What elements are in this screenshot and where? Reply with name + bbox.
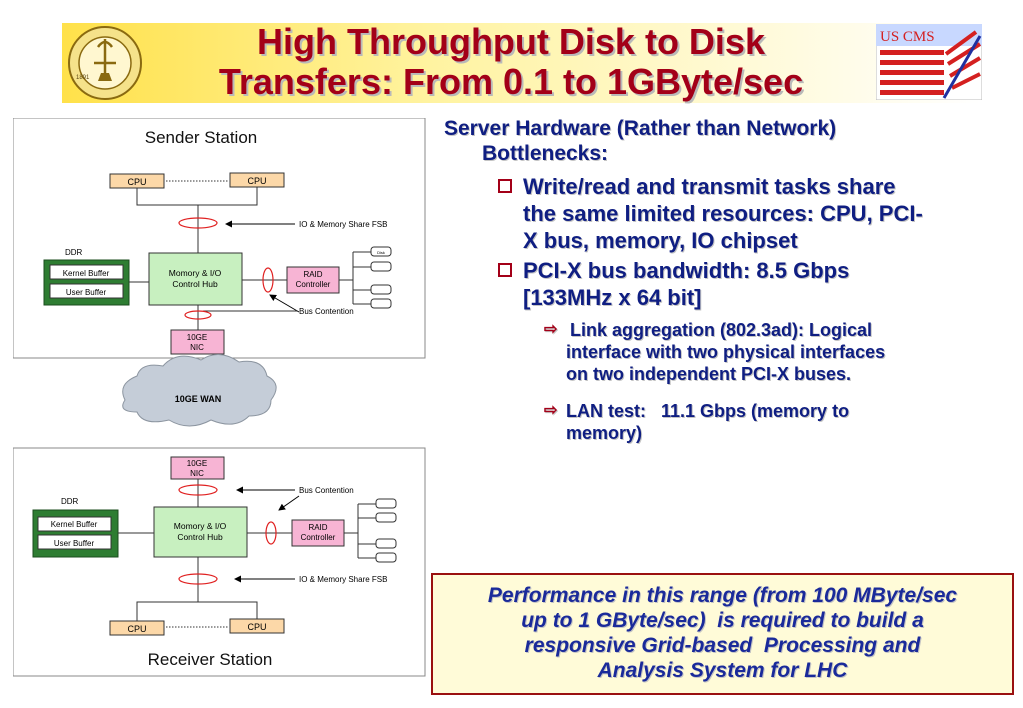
receiver-kernel-buffer	[37, 516, 112, 532]
caltech-seal-icon: 1891	[68, 26, 142, 100]
sender-kernel-buffer-label: Kernel Buffer	[63, 269, 110, 278]
sender-nic-line-2: NIC	[190, 343, 204, 352]
receiver-station: 10GE NIC Bus Contention DDR Kernel Buffe…	[13, 447, 426, 677]
sender-hub-line-1: Momory & I/O	[169, 268, 222, 278]
sender-hub-line-2: Control Hub	[172, 279, 218, 289]
callout-line-1: Performance in this range (from 100 MByt…	[487, 584, 958, 607]
receiver-bus-arrow	[278, 495, 300, 511]
sender-ddr-label: DDR	[65, 248, 83, 257]
performance-callout-box: Performance in this range (from 100 MByt…	[431, 573, 1014, 695]
sender-raid-controller	[286, 266, 340, 294]
callout-line-4: Analysis System for LHC	[597, 659, 848, 682]
receiver-hub-line-1: Momory & I/O	[174, 521, 227, 531]
slide-title: High Throughput Disk to Disk Transfers: …	[150, 22, 872, 102]
wan-cloud: 10GE WAN	[122, 354, 277, 427]
svg-text:Disk: Disk	[377, 250, 385, 255]
bullet-sub-2: PCI-X bus bandwidth: 8.5 Gbps [133MHz x …	[498, 257, 849, 311]
receiver-cpu-1	[109, 620, 165, 636]
bullet-sub-1-line-1: Write/read and transmit tasks share	[523, 174, 896, 199]
receiver-ddr-label: DDR	[61, 497, 79, 506]
square-bullet-icon	[498, 263, 512, 277]
receiver-io-label: IO & Memory Share FSB	[299, 575, 387, 584]
sender-pci-ellipse	[262, 267, 274, 293]
sender-cpu-1-label: CPU	[127, 177, 146, 187]
sender-fsb-ellipse	[178, 217, 218, 229]
receiver-memory-io-hub	[153, 506, 248, 558]
wan-label: 10GE WAN	[175, 394, 222, 404]
sender-nic-line-1: 10GE	[187, 333, 207, 342]
sender-fsb-lines	[136, 187, 258, 253]
square-bullet-icon	[498, 179, 512, 193]
receiver-station-title: Receiver Station	[148, 650, 273, 669]
sender-station: Sender Station CPU CPU IO & Memory Share…	[13, 118, 426, 359]
sender-disks: Disk	[370, 246, 392, 309]
receiver-user-buffer-label: User Buffer	[54, 539, 95, 548]
sender-memory-io-hub	[148, 252, 243, 306]
title-band	[62, 23, 980, 103]
bullet-sub-1-line-2: the same limited resources: CPU, PCI-	[523, 201, 923, 226]
bullet-sub-1-line-3: X bus, memory, IO chipset	[523, 228, 798, 253]
bullet-sub-2-line-2: [133MHz x 64 bit]	[523, 285, 702, 310]
receiver-disks	[375, 498, 397, 563]
title-line-1: High Throughput Disk to Disk	[257, 21, 765, 62]
hollow-arrow-icon: ⇨	[544, 321, 558, 338]
receiver-nic-line-2: NIC	[190, 469, 204, 478]
server-hardware-diagram: Sender Station CPU CPU IO & Memory Share…	[13, 118, 426, 677]
receiver-raid-line-1: RAID	[308, 523, 327, 532]
callout-line-2: up to 1 GByte/sec) is required to build …	[521, 609, 924, 632]
bullet-subsub-2-line-1: LAN test: 11.1 Gbps (memory to	[566, 401, 850, 421]
sender-bus-label: Bus Contention	[299, 307, 354, 316]
receiver-cpu-2	[229, 618, 285, 634]
receiver-user-buffer	[37, 534, 112, 550]
title-line-2: Transfers: From 0.1 to 1GByte/sec	[218, 61, 804, 102]
sender-cpu-2-label: CPU	[247, 176, 266, 186]
receiver-kernel-buffer-label: Kernel Buffer	[51, 520, 98, 529]
receiver-raid-controller	[291, 519, 345, 547]
bullet-main: Server Hardware (Rather than Network) Bo…	[444, 116, 836, 166]
seal-year: 1891	[76, 75, 90, 81]
receiver-hub-line-2: Control Hub	[177, 532, 223, 542]
hollow-arrow-icon: ⇨	[544, 402, 558, 419]
us-cms-flag-icon: US CMS	[876, 24, 982, 100]
bullet-subsub-1-line-3: on two independent PCI-X buses.	[566, 364, 852, 384]
sender-user-buffer	[49, 283, 124, 299]
sender-bus-arrow	[269, 294, 300, 313]
callout-line-3: responsive Grid-based Processing and	[524, 634, 921, 657]
bullet-sub-2-line-1: PCI-X bus bandwidth: 8.5 Gbps	[523, 258, 850, 283]
sender-station-title: Sender Station	[145, 128, 257, 147]
bullet-subsub-1-line-1: Link aggregation (802.3ad): Logical	[570, 320, 873, 340]
bullet-subsub-2: ⇨ LAN test: 11.1 Gbps (memory to memory)	[544, 400, 849, 444]
receiver-nic-line-1: 10GE	[187, 459, 207, 468]
bullet-sub-1: Write/read and transmit tasks share the …	[498, 173, 923, 254]
receiver-raid-line-2: Controller	[301, 533, 336, 542]
bullet-subsub-1-line-2: interface with two physical interfaces	[566, 342, 886, 362]
sender-raid-line-2: Controller	[296, 280, 331, 289]
bullet-subsub-2-line-2: memory)	[566, 423, 643, 443]
sender-nic	[170, 329, 225, 355]
bullet-subsub-1: ⇨ Link aggregation (802.3ad): Logical in…	[544, 319, 885, 385]
sender-raid-line-1: RAID	[303, 270, 322, 279]
bullet-main-line-1: Server Hardware (Rather than Network)	[444, 117, 837, 140]
receiver-cpu-1-label: CPU	[127, 624, 146, 634]
sender-io-label: IO & Memory Share FSB	[299, 220, 387, 229]
sender-kernel-buffer	[49, 264, 124, 280]
receiver-cpu-2-label: CPU	[247, 622, 266, 632]
sender-user-buffer-label: User Buffer	[66, 288, 107, 297]
us-cms-logo-text: US CMS	[880, 29, 935, 45]
bullet-main-line-2: Bottlenecks:	[482, 142, 609, 165]
receiver-bus-label: Bus Contention	[299, 486, 354, 495]
